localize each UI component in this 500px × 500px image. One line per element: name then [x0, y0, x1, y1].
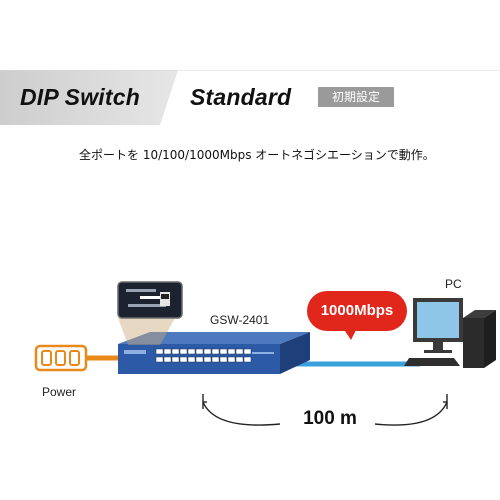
speed-bubble-tail [343, 328, 357, 340]
description-text: 全ポートを 10/100/1000Mbps オートネゴシエーションで動作。 [79, 148, 435, 162]
dip-switch-title: DIP Switch [20, 84, 140, 110]
pc-icon [404, 298, 496, 368]
pc-label: PC [445, 277, 462, 291]
dip-switch-zoom [117, 281, 183, 345]
power-label: Power [42, 385, 77, 399]
distance-label: 100 m [303, 408, 357, 429]
distance-brace [202, 394, 448, 426]
switch-device [118, 332, 310, 374]
speed-bubble [307, 291, 407, 331]
default-badge: 初期設定 [318, 87, 394, 107]
header-banner [0, 70, 500, 125]
power-outlet-icon [34, 344, 88, 372]
mode-title: Standard [190, 84, 292, 110]
speed-label: 1000Mbps [320, 302, 394, 319]
switch-model-label: GSW-2401 [210, 313, 270, 327]
